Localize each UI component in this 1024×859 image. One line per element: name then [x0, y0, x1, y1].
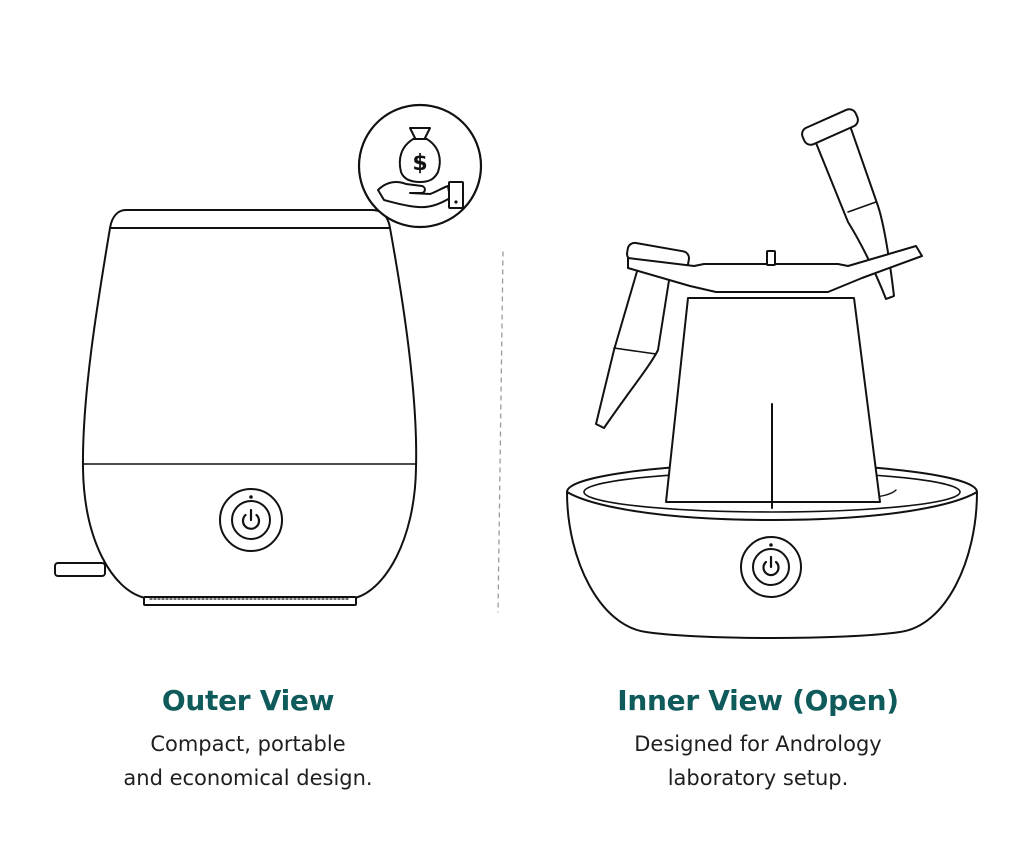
inner-view-caption: Inner View (Open) Designed for Andrology… — [548, 684, 968, 795]
svg-text:$: $ — [412, 151, 427, 176]
outer-device-base — [143, 596, 357, 606]
outer-view-caption: Outer View Compact, portable and economi… — [38, 684, 458, 795]
outer-device-lid — [109, 209, 391, 229]
rotor-column — [665, 297, 881, 503]
power-icon — [762, 555, 780, 577]
power-icon — [241, 508, 261, 530]
inner-view-description-line-1: Designed for Andrology — [634, 732, 882, 756]
outer-view-title: Outer View — [161, 684, 335, 717]
test-tube-icon — [801, 108, 895, 300]
view-divider — [497, 251, 504, 613]
inner-power-button[interactable] — [740, 536, 802, 598]
inner-view-description-line-2: laboratory setup. — [667, 766, 849, 790]
outer-device — [54, 209, 418, 606]
rotor-arm — [627, 245, 923, 293]
money-bag-hand-icon: $ — [377, 127, 464, 209]
outer-view-description-line-1: Compact, portable — [150, 732, 346, 756]
money-bag-hand-badge: $ — [357, 103, 483, 229]
outer-view-description-line-2: and economical design. — [123, 766, 373, 790]
inner-device — [566, 108, 978, 639]
outer-power-button[interactable] — [219, 488, 283, 552]
power-cable — [54, 562, 106, 577]
inner-view-title: Inner View (Open) — [617, 684, 899, 717]
